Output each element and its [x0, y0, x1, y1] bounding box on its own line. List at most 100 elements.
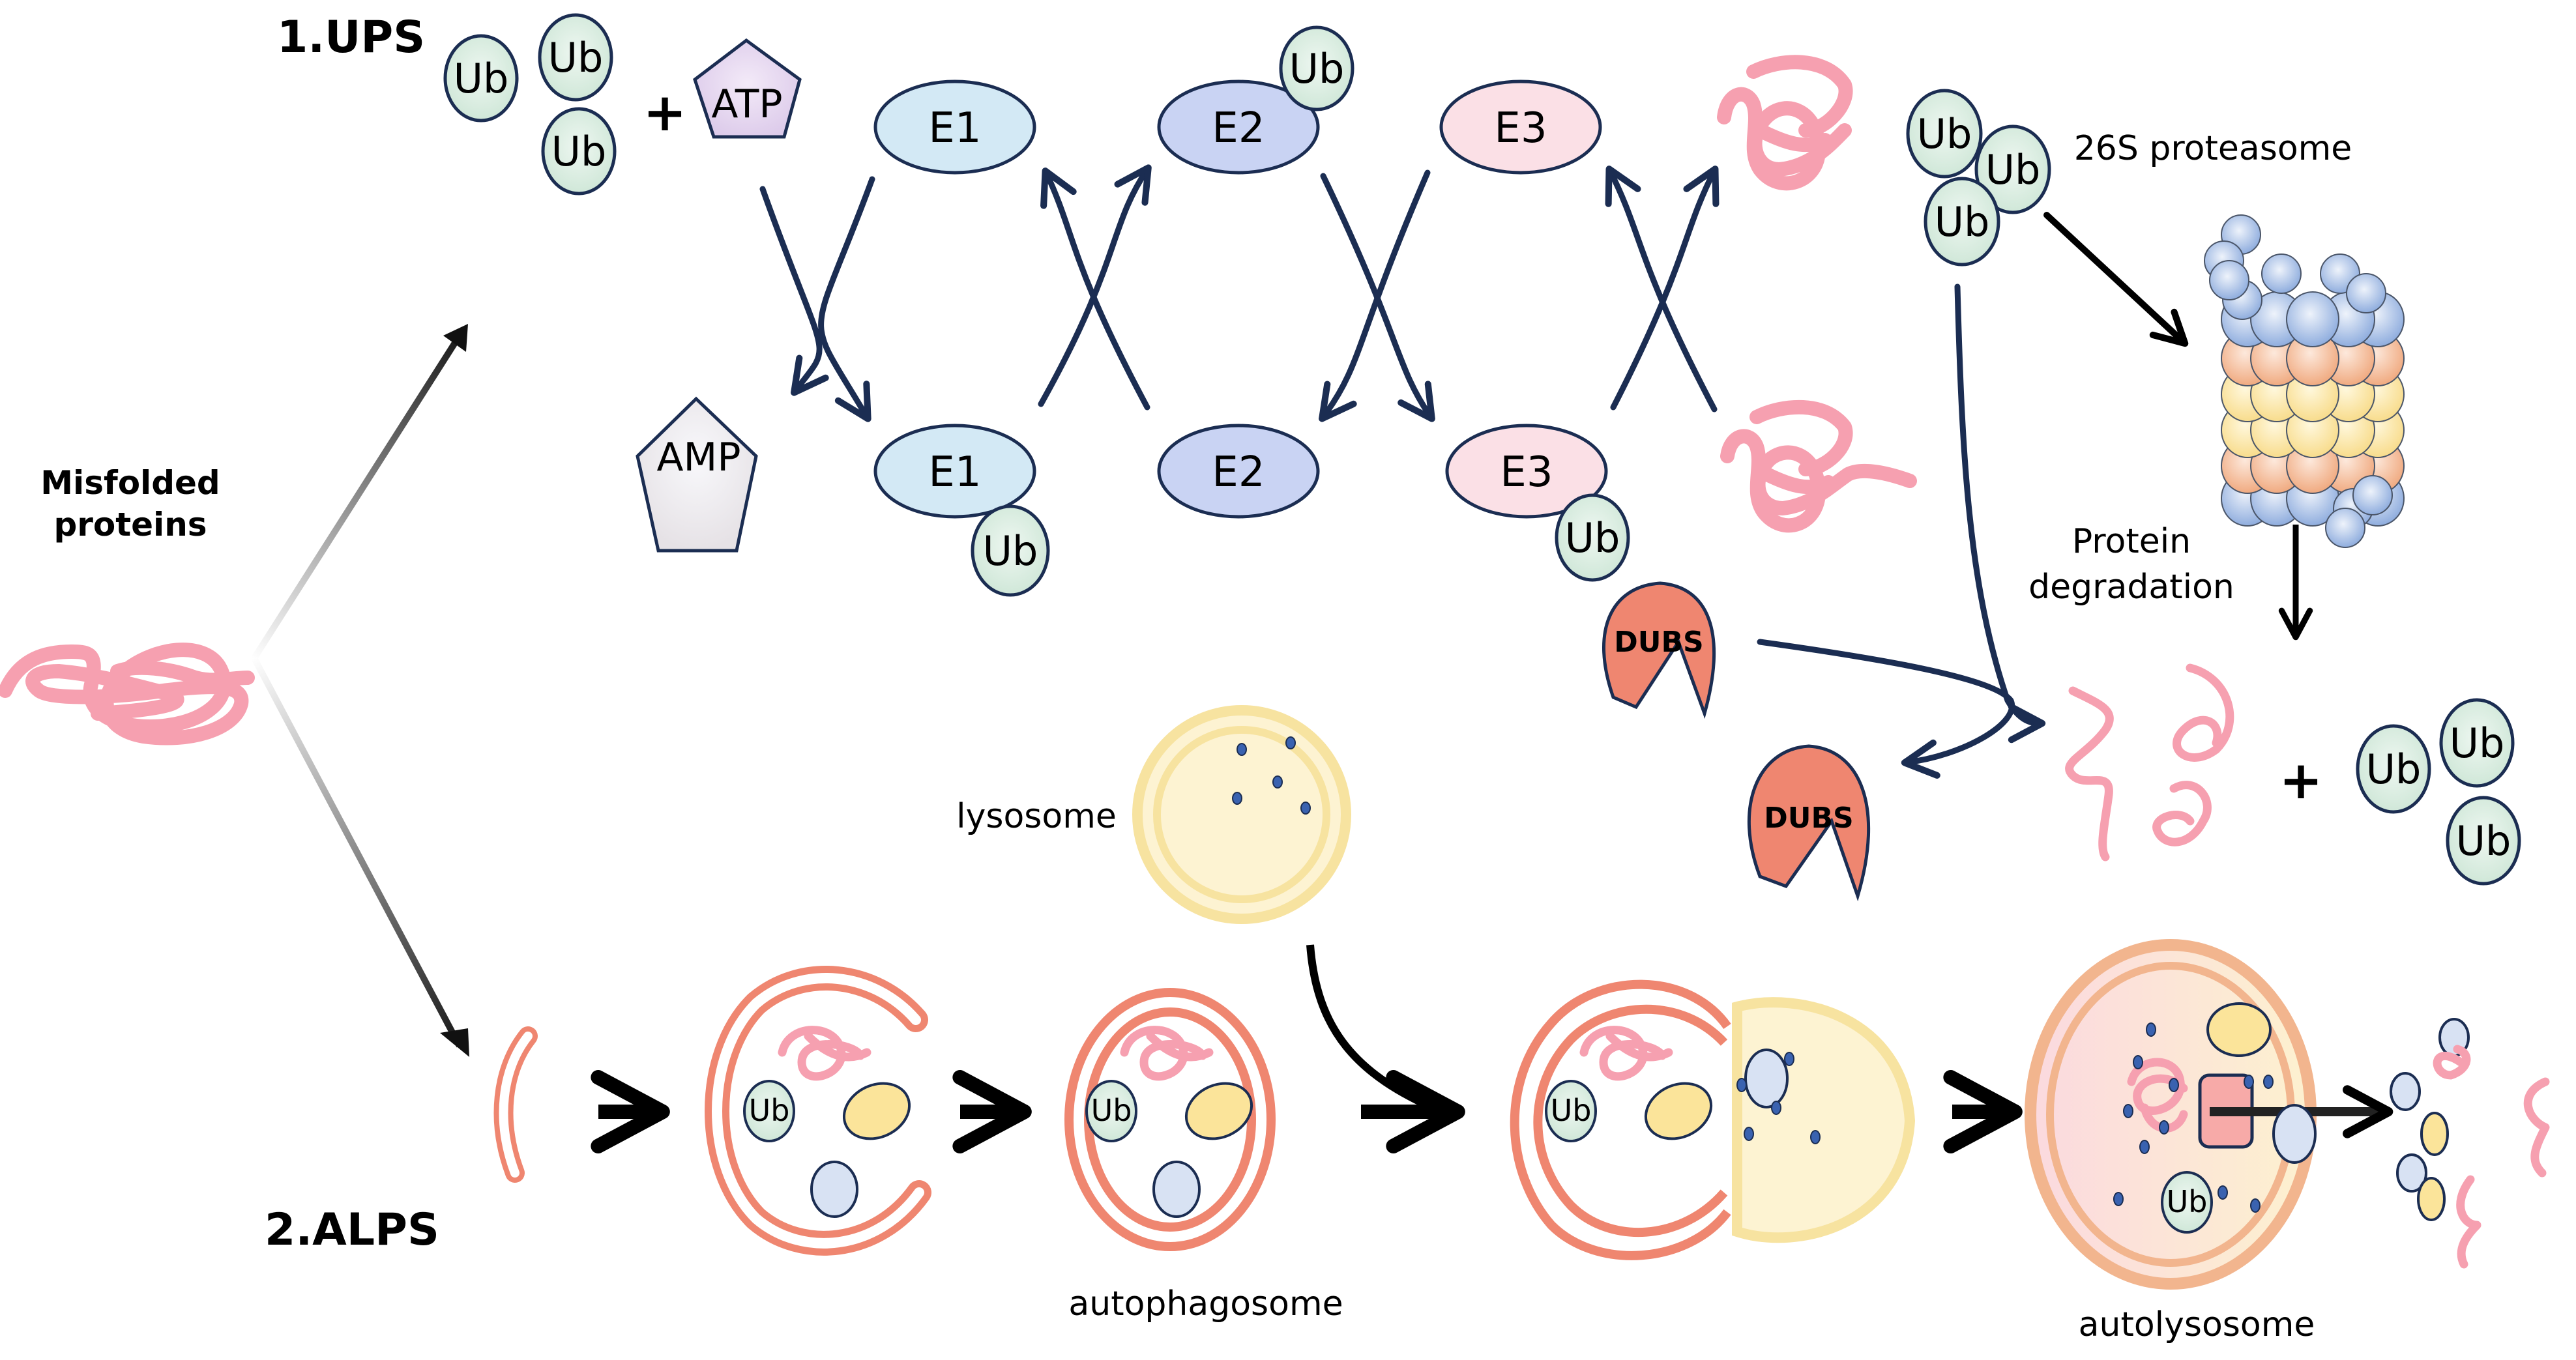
e2-enzyme-bottom [1157, 424, 1320, 519]
ubiquitin-label: Ub [1985, 146, 2041, 194]
ubiquitin-label: Ub [1565, 514, 1620, 562]
ubiquitin-label: Ub [983, 527, 1038, 575]
atp-label: ATP [711, 81, 782, 127]
cargo-ubiquitin-label: Ub [1091, 1093, 1132, 1128]
arrow-e2-to-e3 [1320, 173, 1435, 422]
ubiquitin-label: Ub [2456, 817, 2511, 865]
misfolded-proteins-group: Misfolded proteins [0, 464, 255, 745]
dubs-label: DUBS [1764, 802, 1853, 835]
hydrolase-dot-icon [2244, 1075, 2254, 1089]
hydrolase-dot-icon [1272, 775, 1283, 789]
degradation-label-line1: Protein [2072, 522, 2191, 561]
e2-label-top: E2 [1212, 104, 1265, 152]
expanding-phagophore [705, 966, 931, 1256]
amp-pentagon-icon [636, 396, 758, 553]
released-peptide-icon [2433, 1045, 2471, 1080]
cargo-ubiquitin-icon [2161, 1171, 2213, 1234]
substrate-proteins [1717, 55, 1917, 533]
polyubiquitin-chain: Ub Ub Ub [1906, 89, 2051, 267]
hydrolase-dot-icon [2113, 1192, 2124, 1206]
cargo-ubiquitin-icon [1085, 1080, 1137, 1142]
hydrolase-dot-icon [1744, 1127, 1754, 1141]
e1-label-top: E1 [928, 104, 981, 152]
ubiquitin-label: Ub [2450, 719, 2505, 767]
cargo-protein-tangle-icon [1120, 1026, 1214, 1081]
lysosome [1132, 705, 1351, 924]
cargo-organelle-yellow-icon [2206, 1002, 2272, 1057]
fusing-autophagosome-inner [1533, 1004, 1728, 1237]
ubiquitin-icon [538, 13, 613, 102]
ubiquitin-icon [1974, 124, 2051, 214]
cargo-organelle-blue-icon [1744, 1049, 1789, 1108]
lysosome-enzyme-dots [1232, 736, 1311, 815]
proteasome-cap-subunit [2261, 253, 2302, 294]
ubiquitin-icon [443, 34, 519, 123]
free-ubiquitin-group: Ub Ub Ub [443, 13, 617, 195]
hydrolase-dot-icon [2133, 1055, 2143, 1069]
ubiquitin-label: Ub [551, 128, 607, 175]
arrow-substrate-to-e3 [1605, 166, 1718, 412]
cargo-protein-tangle-icon [778, 1026, 871, 1081]
cargo-organelle-blue-icon [2272, 1104, 2317, 1164]
alps-section-label: 2.ALPS [265, 1204, 439, 1256]
arrow-lysosome-fusion [1306, 944, 1442, 1115]
recycled-ubiquitin-group: Ub Ub Ub [2356, 698, 2521, 886]
dubs-enzyme-top: DUBS [1602, 581, 1716, 719]
cargo-ubiquitin-icon [743, 1080, 795, 1142]
e1-enzyme-top [873, 80, 1036, 175]
lysosome-label: lysosome [956, 797, 1117, 836]
released-yellow-vesicle-icon [2417, 1177, 2446, 1221]
arrow-to-alps-head-icon [440, 1028, 469, 1057]
cargo-protein-tangle-icon [1579, 1026, 1673, 1081]
arrow-e3-to-substrate [1610, 166, 1720, 411]
e3-label-top: E3 [1494, 104, 1547, 152]
autophagy-cargo: Ub [743, 1026, 911, 1218]
hydrolase-dot-icon [2169, 1078, 2179, 1092]
ubiquitin-label: Ub [1917, 110, 1972, 158]
hydrolase-dot-icon [1237, 743, 1247, 756]
misfolded-protein-tangle-icon [0, 643, 255, 745]
hydrolase-dot-icon [1784, 1052, 1794, 1066]
atp-molecule: ATP [693, 38, 802, 139]
autophagy-cargo: Ub [1085, 1026, 1253, 1218]
ubiquitin-on-e1-icon [971, 504, 1050, 597]
ubiquitin-label: Ub [1289, 45, 1345, 93]
released-peptide-icon [2523, 1077, 2550, 1178]
phagophore-lumen [499, 1032, 533, 1178]
arrow-to-ups [251, 334, 463, 660]
proteasome-cap-subunit [2325, 508, 2365, 548]
arrow-chain-to-fragments [1954, 283, 2046, 744]
proteasome-cap-subunit [2209, 260, 2249, 300]
hydrolase-dot-icon [2250, 1198, 2261, 1213]
hydrolase-dot-icon [2139, 1140, 2150, 1154]
peptide-fragment-icon [2152, 781, 2212, 846]
plus-sign: + [643, 82, 686, 143]
cargo-ubiquitin-icon [1545, 1080, 1597, 1142]
autolysosome [2025, 939, 2393, 1290]
e3-enzyme-top [1439, 80, 1602, 175]
proteasome-subunit [2286, 291, 2339, 347]
ups-section-label: 1.UPS [277, 12, 425, 63]
ubiquitin-label: Ub [2366, 745, 2422, 793]
hydrolase-dot-icon [2159, 1120, 2169, 1135]
e2-enzyme-top [1157, 80, 1320, 175]
misfolded-label-line1: Misfolded [40, 464, 220, 502]
peptide-fragment-icon [2173, 663, 2234, 762]
released-yellow-vesicle-icon [2420, 1112, 2449, 1156]
free-substrate-protein-tangle-icon [1720, 399, 1917, 533]
atp-pentagon-icon [693, 38, 802, 139]
arrow-e2-to-e1 [1040, 167, 1150, 411]
cargo-ubiquitin-label: Ub [1551, 1093, 1592, 1128]
hydrolase-dot-icon [1771, 1101, 1781, 1115]
cargo-ubiquitin-label: Ub [749, 1093, 790, 1128]
cargo-organelle-yellow-icon [842, 1082, 911, 1140]
dubs-pacman-icon [1602, 581, 1716, 719]
autophagy-cargo: Ub [1545, 1026, 1713, 1142]
enzymes-top-row: E1 E2 Ub E3 [873, 25, 1602, 175]
arrow-e3-to-e2 [1319, 169, 1431, 422]
e1-enzyme-bottom [873, 424, 1036, 519]
arrow-to-ups-head-icon [443, 324, 468, 352]
autophagosome-label: autophagosome [1068, 1284, 1343, 1324]
